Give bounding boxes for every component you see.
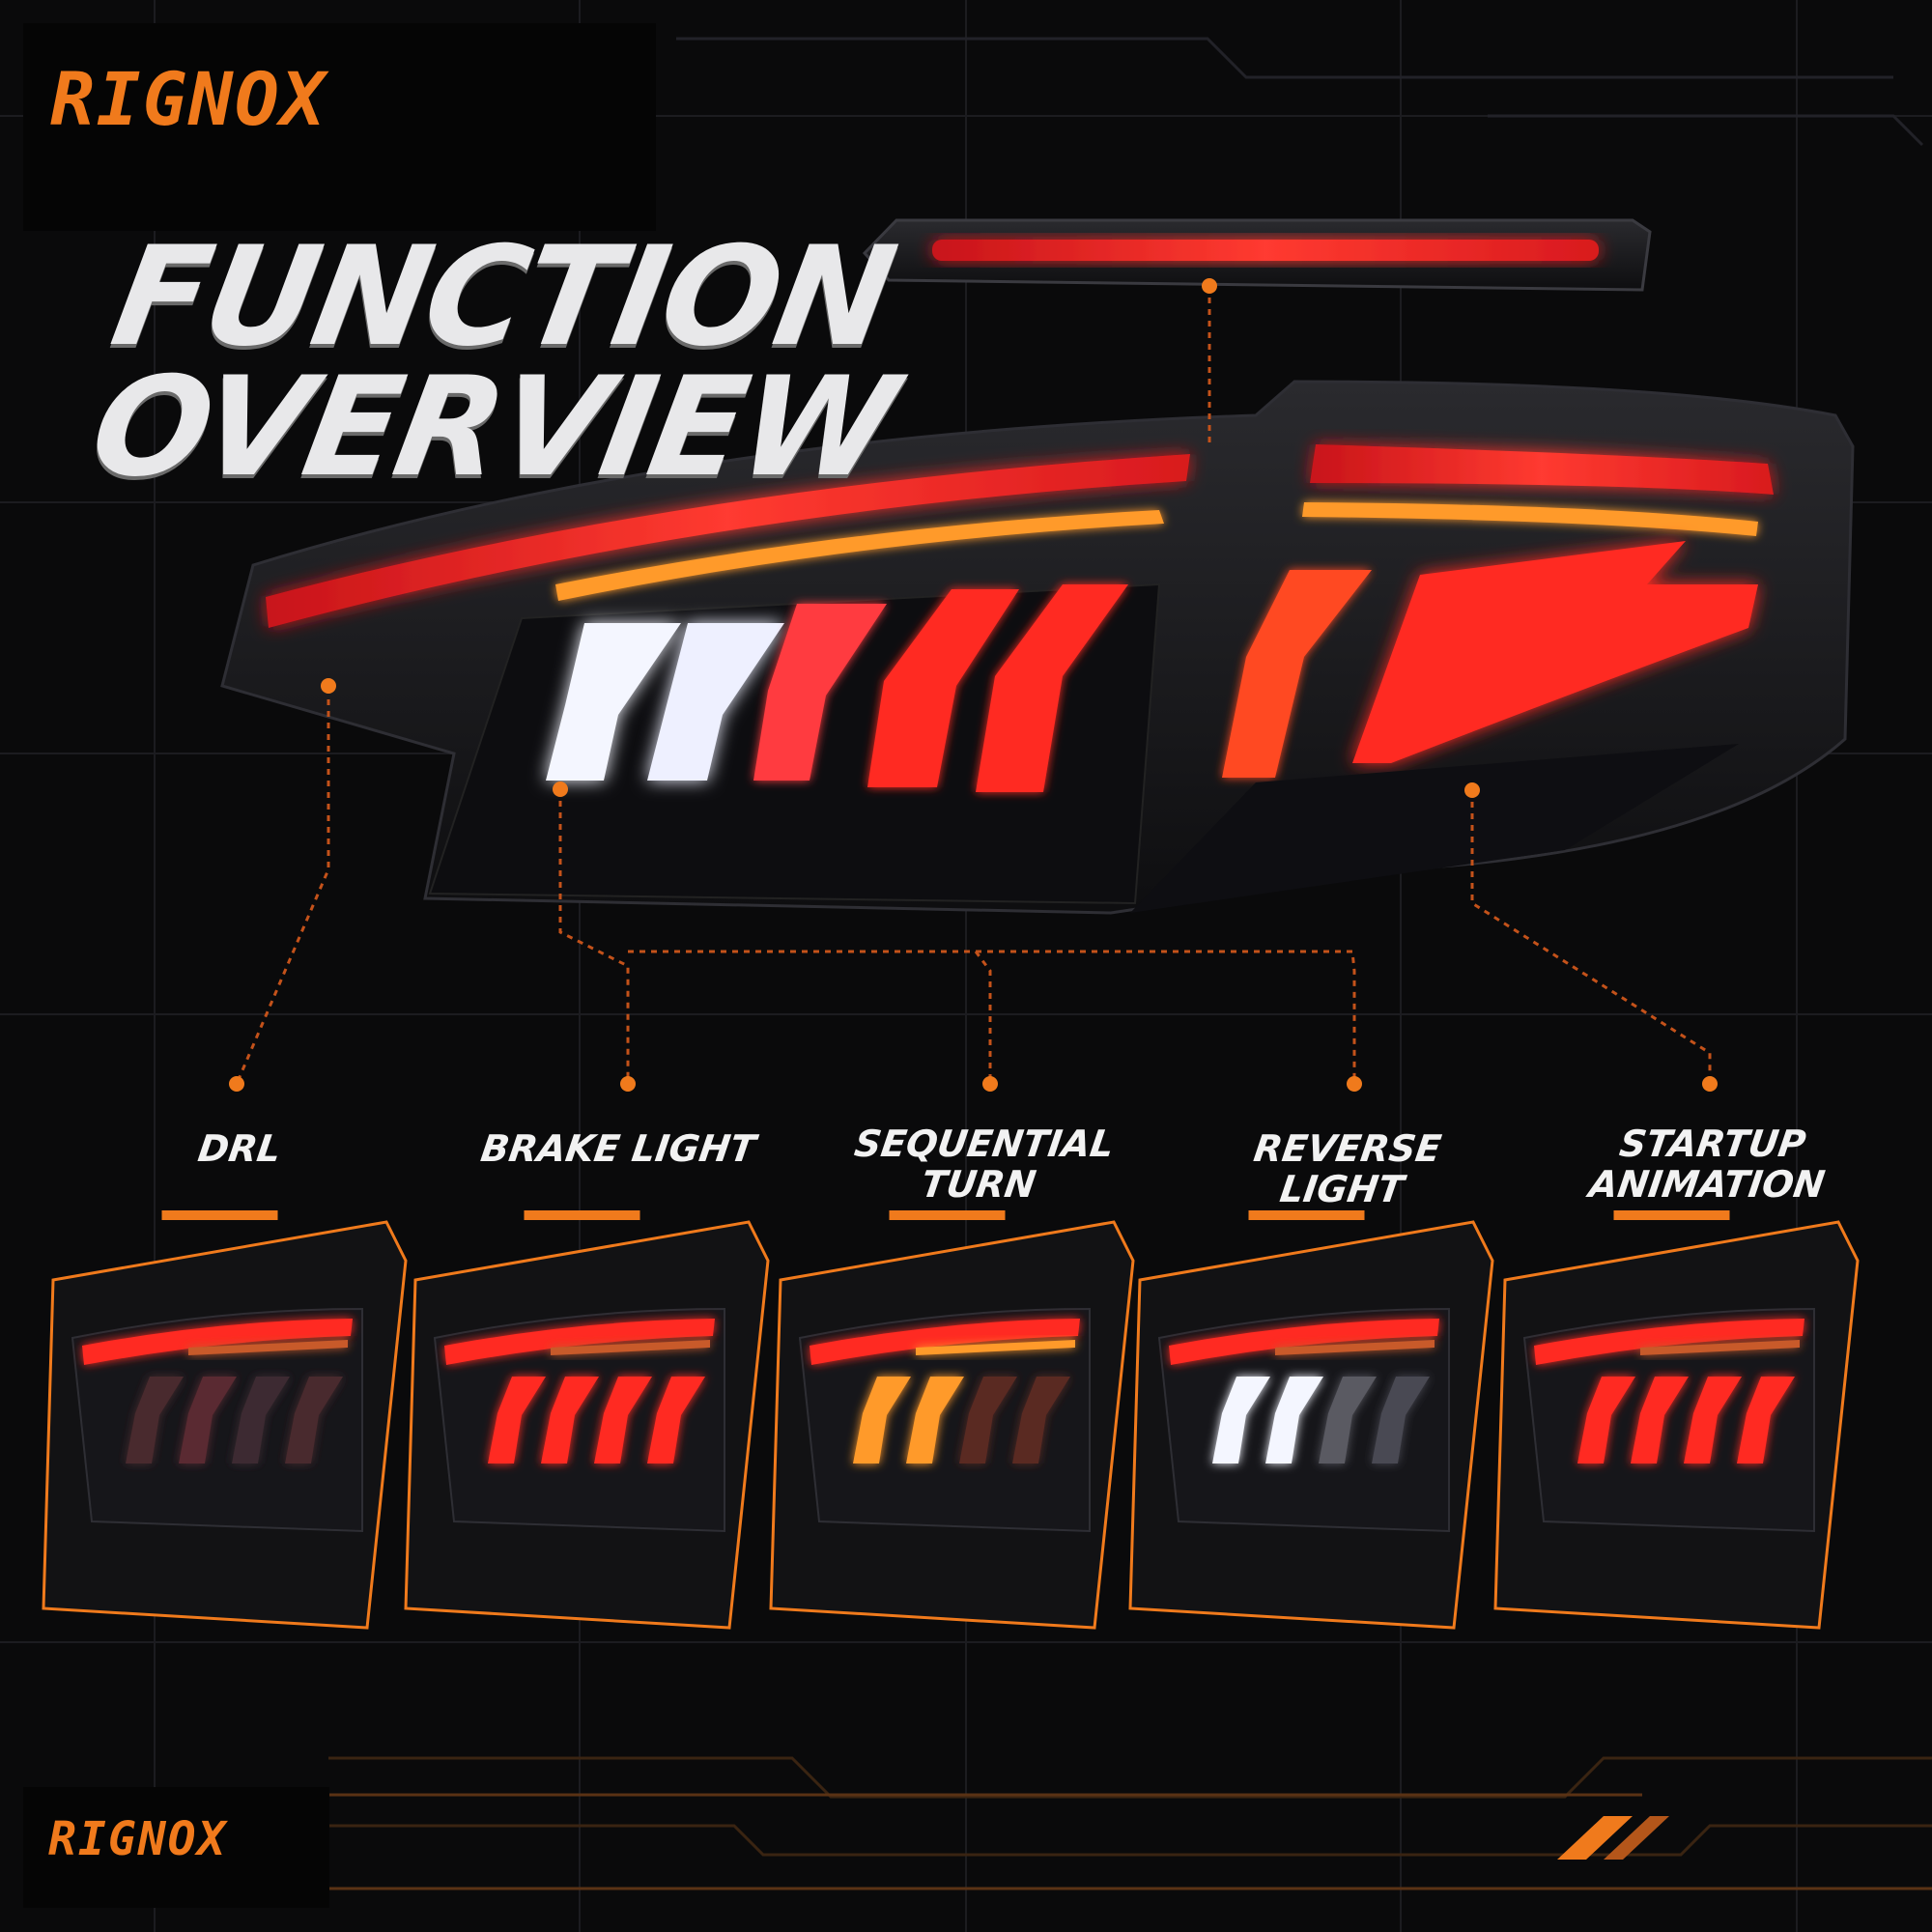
mini-amber-strip [916, 1340, 1075, 1355]
function-card-reverse-light [1128, 1210, 1494, 1630]
mini-chevron [1265, 1377, 1323, 1463]
card-tab [524, 1210, 640, 1220]
headline-line-2: OVERVIEW [80, 348, 905, 507]
mini-chevron [541, 1377, 599, 1463]
mini-lamp-body [71, 1307, 363, 1533]
function-card-startup-animation [1493, 1210, 1860, 1630]
mini-amber-strip [1275, 1340, 1435, 1355]
function-card-brake-light [404, 1210, 770, 1630]
function-label-drl: DRL [82, 1127, 397, 1170]
brand-box-top [23, 23, 656, 231]
label-line: STARTUP [1616, 1122, 1809, 1165]
third-brake-light [862, 218, 1652, 292]
mini-chevron [853, 1377, 911, 1463]
label-line: ANIMATION [1586, 1163, 1828, 1206]
mini-chevron [959, 1377, 1017, 1463]
label-line: TURN [919, 1163, 1039, 1206]
mini-chevron [1012, 1377, 1070, 1463]
mini-chevron [1319, 1377, 1377, 1463]
callout-lines [235, 286, 1712, 1085]
mini-chevron [126, 1377, 184, 1463]
mini-chevron [1372, 1377, 1430, 1463]
function-card-sequential-turn [769, 1210, 1135, 1630]
label-line: SEQUENTIAL [851, 1122, 1118, 1165]
mini-chevron [1577, 1377, 1635, 1463]
callout-dots [229, 278, 1718, 1092]
card-tab [161, 1210, 278, 1220]
mini-drl-bar [1534, 1319, 1804, 1365]
mini-lamp-body [1522, 1307, 1815, 1533]
label-line: BRAKE LIGHT [478, 1127, 758, 1170]
brand-logo-top: RIGNOX [50, 56, 327, 142]
card-tab [1248, 1210, 1365, 1220]
label-line: REVERSE LIGHT [1251, 1127, 1444, 1210]
mini-chevron [488, 1377, 546, 1463]
card-tab [1613, 1210, 1730, 1220]
main-tail-light-assembly [220, 380, 1855, 915]
function-label-reverse-light: REVERSE LIGHT [1184, 1127, 1505, 1210]
card-tab [889, 1210, 1006, 1220]
mini-amber-strip [551, 1340, 710, 1355]
label-line: DRL [195, 1127, 284, 1170]
mini-chevron [1684, 1377, 1742, 1463]
function-card-drl [42, 1210, 408, 1630]
mini-chevron [1737, 1377, 1795, 1463]
mini-chevron [1631, 1377, 1689, 1463]
bottom-circuit-lines [328, 1756, 1932, 1890]
mini-lamp-body [798, 1307, 1091, 1533]
mini-amber-strip [188, 1340, 348, 1355]
mini-chevron [285, 1377, 343, 1463]
function-label-brake-light: BRAKE LIGHT [461, 1127, 776, 1170]
mini-drl-bar [82, 1319, 353, 1365]
function-cards [42, 1210, 1860, 1630]
mini-chevron [232, 1377, 290, 1463]
function-label-startup-animation: STARTUP ANIMATION [1549, 1122, 1870, 1206]
function-label-sequential-turn: SEQUENTIAL TURN [821, 1122, 1142, 1206]
mini-amber-strip [1640, 1340, 1800, 1355]
mini-chevron [179, 1377, 237, 1463]
brand-logo-bottom: RIGNOX [48, 1812, 228, 1866]
mini-lamp-body [1157, 1307, 1450, 1533]
mini-drl-bar [1169, 1319, 1439, 1365]
mini-drl-bar [810, 1319, 1080, 1365]
mini-chevron [594, 1377, 652, 1463]
mini-chevron [647, 1377, 705, 1463]
mini-drl-bar [444, 1319, 715, 1365]
brand-box-bottom [23, 1787, 329, 1908]
mini-lamp-body [433, 1307, 725, 1533]
mini-chevron [906, 1377, 964, 1463]
mini-chevron [1212, 1377, 1270, 1463]
